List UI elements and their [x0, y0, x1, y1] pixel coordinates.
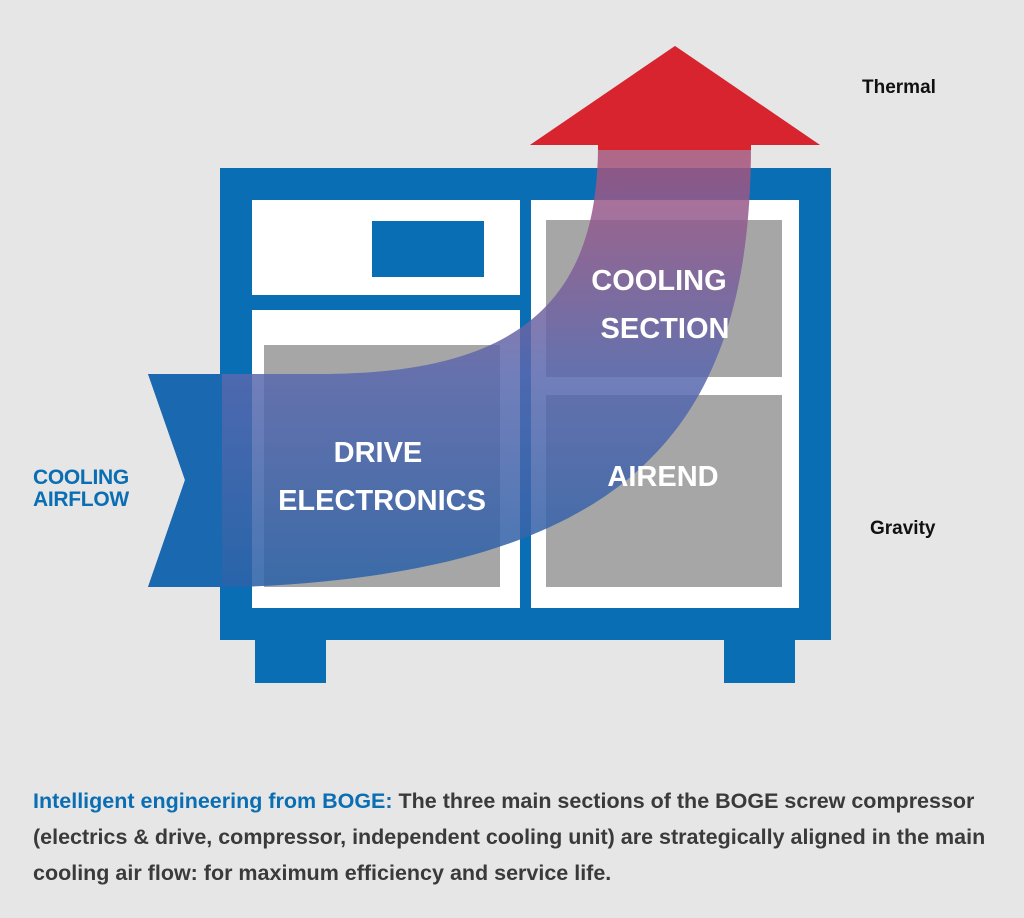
cooling-section-label: COOLING SECTION	[591, 265, 734, 345]
drive-electronics-line-2: ELECTRONICS	[278, 485, 486, 517]
thermal-label: Thermal	[862, 77, 936, 98]
cooling-airflow-line-1: COOLING	[33, 466, 129, 489]
drive-electronics-label: DRIVE ELECTRONICS	[278, 437, 486, 517]
airend-label: AIREND	[607, 461, 718, 493]
cabinet-foot-right	[724, 640, 795, 683]
cabinet-foot-left	[255, 640, 326, 683]
cooling-section-line-1: COOLING	[591, 265, 726, 297]
display-screen	[372, 221, 484, 277]
cooling-airflow-label: COOLING AIRFLOW	[33, 467, 129, 511]
cooling-airflow-line-2: AIRFLOW	[33, 488, 129, 511]
thermal-arrow-head	[530, 46, 820, 150]
airflow-inlet-tail	[148, 374, 222, 587]
caption-lead: Intelligent engineering from BOGE:	[33, 789, 393, 813]
cooling-section-line-2: SECTION	[601, 313, 730, 345]
cooling-airflow-band	[148, 46, 820, 587]
caption: Intelligent engineering from BOGE: The t…	[33, 783, 1003, 891]
caption-body: The three main sections of the BOGE scre…	[33, 789, 986, 885]
gravity-label: Gravity	[870, 518, 936, 539]
airend-line-1: AIREND	[607, 461, 718, 493]
drive-electronics-line-1: DRIVE	[334, 437, 423, 469]
